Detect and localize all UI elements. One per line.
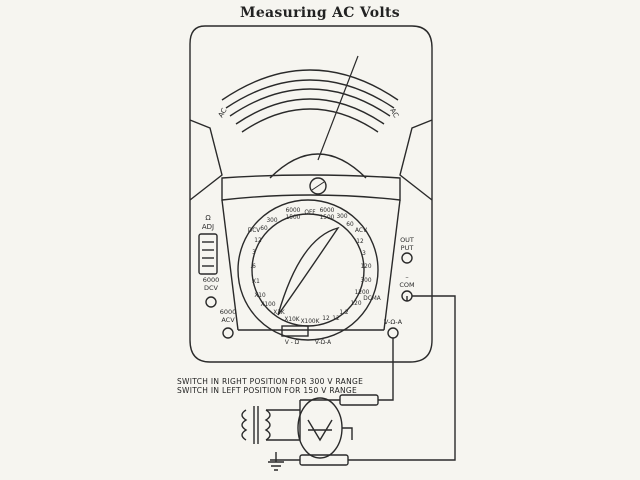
- vacuum-tube: [297, 397, 343, 459]
- dial-bottom-label-6: 12: [322, 316, 330, 322]
- lead-v-ohm-a-wire: [378, 338, 394, 401]
- output-label-bottom: PUT: [401, 244, 414, 252]
- dial-off-label: OFF: [304, 210, 315, 216]
- housing-band: [221, 174, 401, 201]
- ohm-adj-label-top: Ω: [205, 214, 211, 222]
- dial-right-label-11: 1.2: [339, 310, 349, 316]
- v-ohm-a-jack-label: V-Ω-A: [384, 318, 403, 326]
- ground-symbol: [268, 452, 284, 471]
- meter-scale-arcs: [221, 69, 399, 133]
- dcv-6000-label-top: 6000: [203, 276, 220, 284]
- dial-left-label-5: 3: [252, 250, 256, 256]
- switch-label-left: V - Ω: [285, 340, 300, 346]
- dial-right-label-4: 12: [356, 239, 364, 245]
- dial-left-label-7: X1: [252, 279, 260, 285]
- dial-top-label-3: 6000: [320, 208, 335, 214]
- dial-top-label-2: 1500: [286, 215, 301, 221]
- dial-left-label-3: DCV: [248, 228, 261, 234]
- meter-shoulder-right: [399, 119, 433, 201]
- dial-right-label-8: 1200: [355, 290, 370, 296]
- jack-6000-acv: [222, 327, 234, 339]
- dial-top-label-1: 6000: [286, 208, 301, 214]
- lead-common-wire: [348, 295, 456, 461]
- zero-adjust-screw: [309, 177, 327, 195]
- dial-left-label-2: 60: [260, 226, 268, 232]
- zero-adjust-housing: [269, 153, 367, 179]
- housing-channel: [221, 199, 401, 331]
- dcv-6000-label-bottom: DCV: [204, 284, 219, 292]
- dial-bottom-label-2: X100: [260, 302, 275, 308]
- scale-label-right: AC: [388, 107, 400, 119]
- meter-body: [189, 25, 433, 363]
- polarity-switch: [281, 325, 309, 337]
- dial-left-label-6: .6: [250, 264, 256, 270]
- acv-6000-label-bottom: ACV: [221, 316, 235, 324]
- selector-dial-outer: [237, 199, 379, 341]
- dial-bottom-label-3: X1K: [273, 310, 285, 316]
- probe-lower: [299, 454, 349, 466]
- dial-right-label-1: 300: [336, 214, 347, 220]
- transformer-primary: [241, 409, 248, 441]
- scale-label-left: AC: [217, 107, 229, 119]
- dial-right-label-12: 12: [332, 316, 340, 322]
- selector-knob: [277, 226, 340, 316]
- common-label-top: –: [405, 273, 408, 281]
- dial-right-label-10: DCMA: [363, 296, 381, 302]
- jack-6000-dcv: [205, 296, 217, 308]
- acv-6000-label-top: 6000: [220, 308, 237, 316]
- jack-output: [401, 252, 413, 264]
- dial-right-label-5: 3: [362, 251, 366, 257]
- ohm-adj-slider: [198, 233, 218, 275]
- switch-note-right: SWITCH IN RIGHT POSITION FOR 300 V RANGE: [177, 377, 364, 386]
- dial-right-label-2: 60: [346, 222, 354, 228]
- jack-v-ohm-a: [387, 327, 399, 339]
- dial-right-label-6: 120: [360, 264, 371, 270]
- dial-right-label-3: ACV: [355, 228, 367, 234]
- dial-left-label-1: 300: [266, 218, 277, 224]
- output-label-top: OUT: [400, 236, 414, 244]
- meter-needle: [317, 55, 359, 161]
- dial-bottom-label-1: X10: [254, 293, 266, 299]
- probe-upper: [339, 394, 379, 406]
- transformer-secondary: [264, 409, 271, 441]
- ohm-adj-label-bottom: ADJ: [202, 223, 214, 231]
- page-title: Measuring AC Volts: [240, 5, 400, 21]
- common-label-bottom: COM: [399, 281, 414, 289]
- dial-bottom-label-5: X100K: [301, 319, 320, 325]
- meter-shoulder-left: [189, 119, 223, 201]
- switch-label-right: V-Ω-A: [315, 340, 331, 346]
- dial-right-label-7: 300: [360, 278, 371, 284]
- dial-right-label-9: 120: [350, 301, 361, 307]
- dial-bottom-label-4: X10K: [284, 317, 299, 323]
- dial-left-label-4: 12: [254, 238, 262, 244]
- dial-top-label-4: 1500: [320, 215, 335, 221]
- switch-note-left: SWITCH IN LEFT POSITION FOR 150 V RANGE: [177, 386, 358, 395]
